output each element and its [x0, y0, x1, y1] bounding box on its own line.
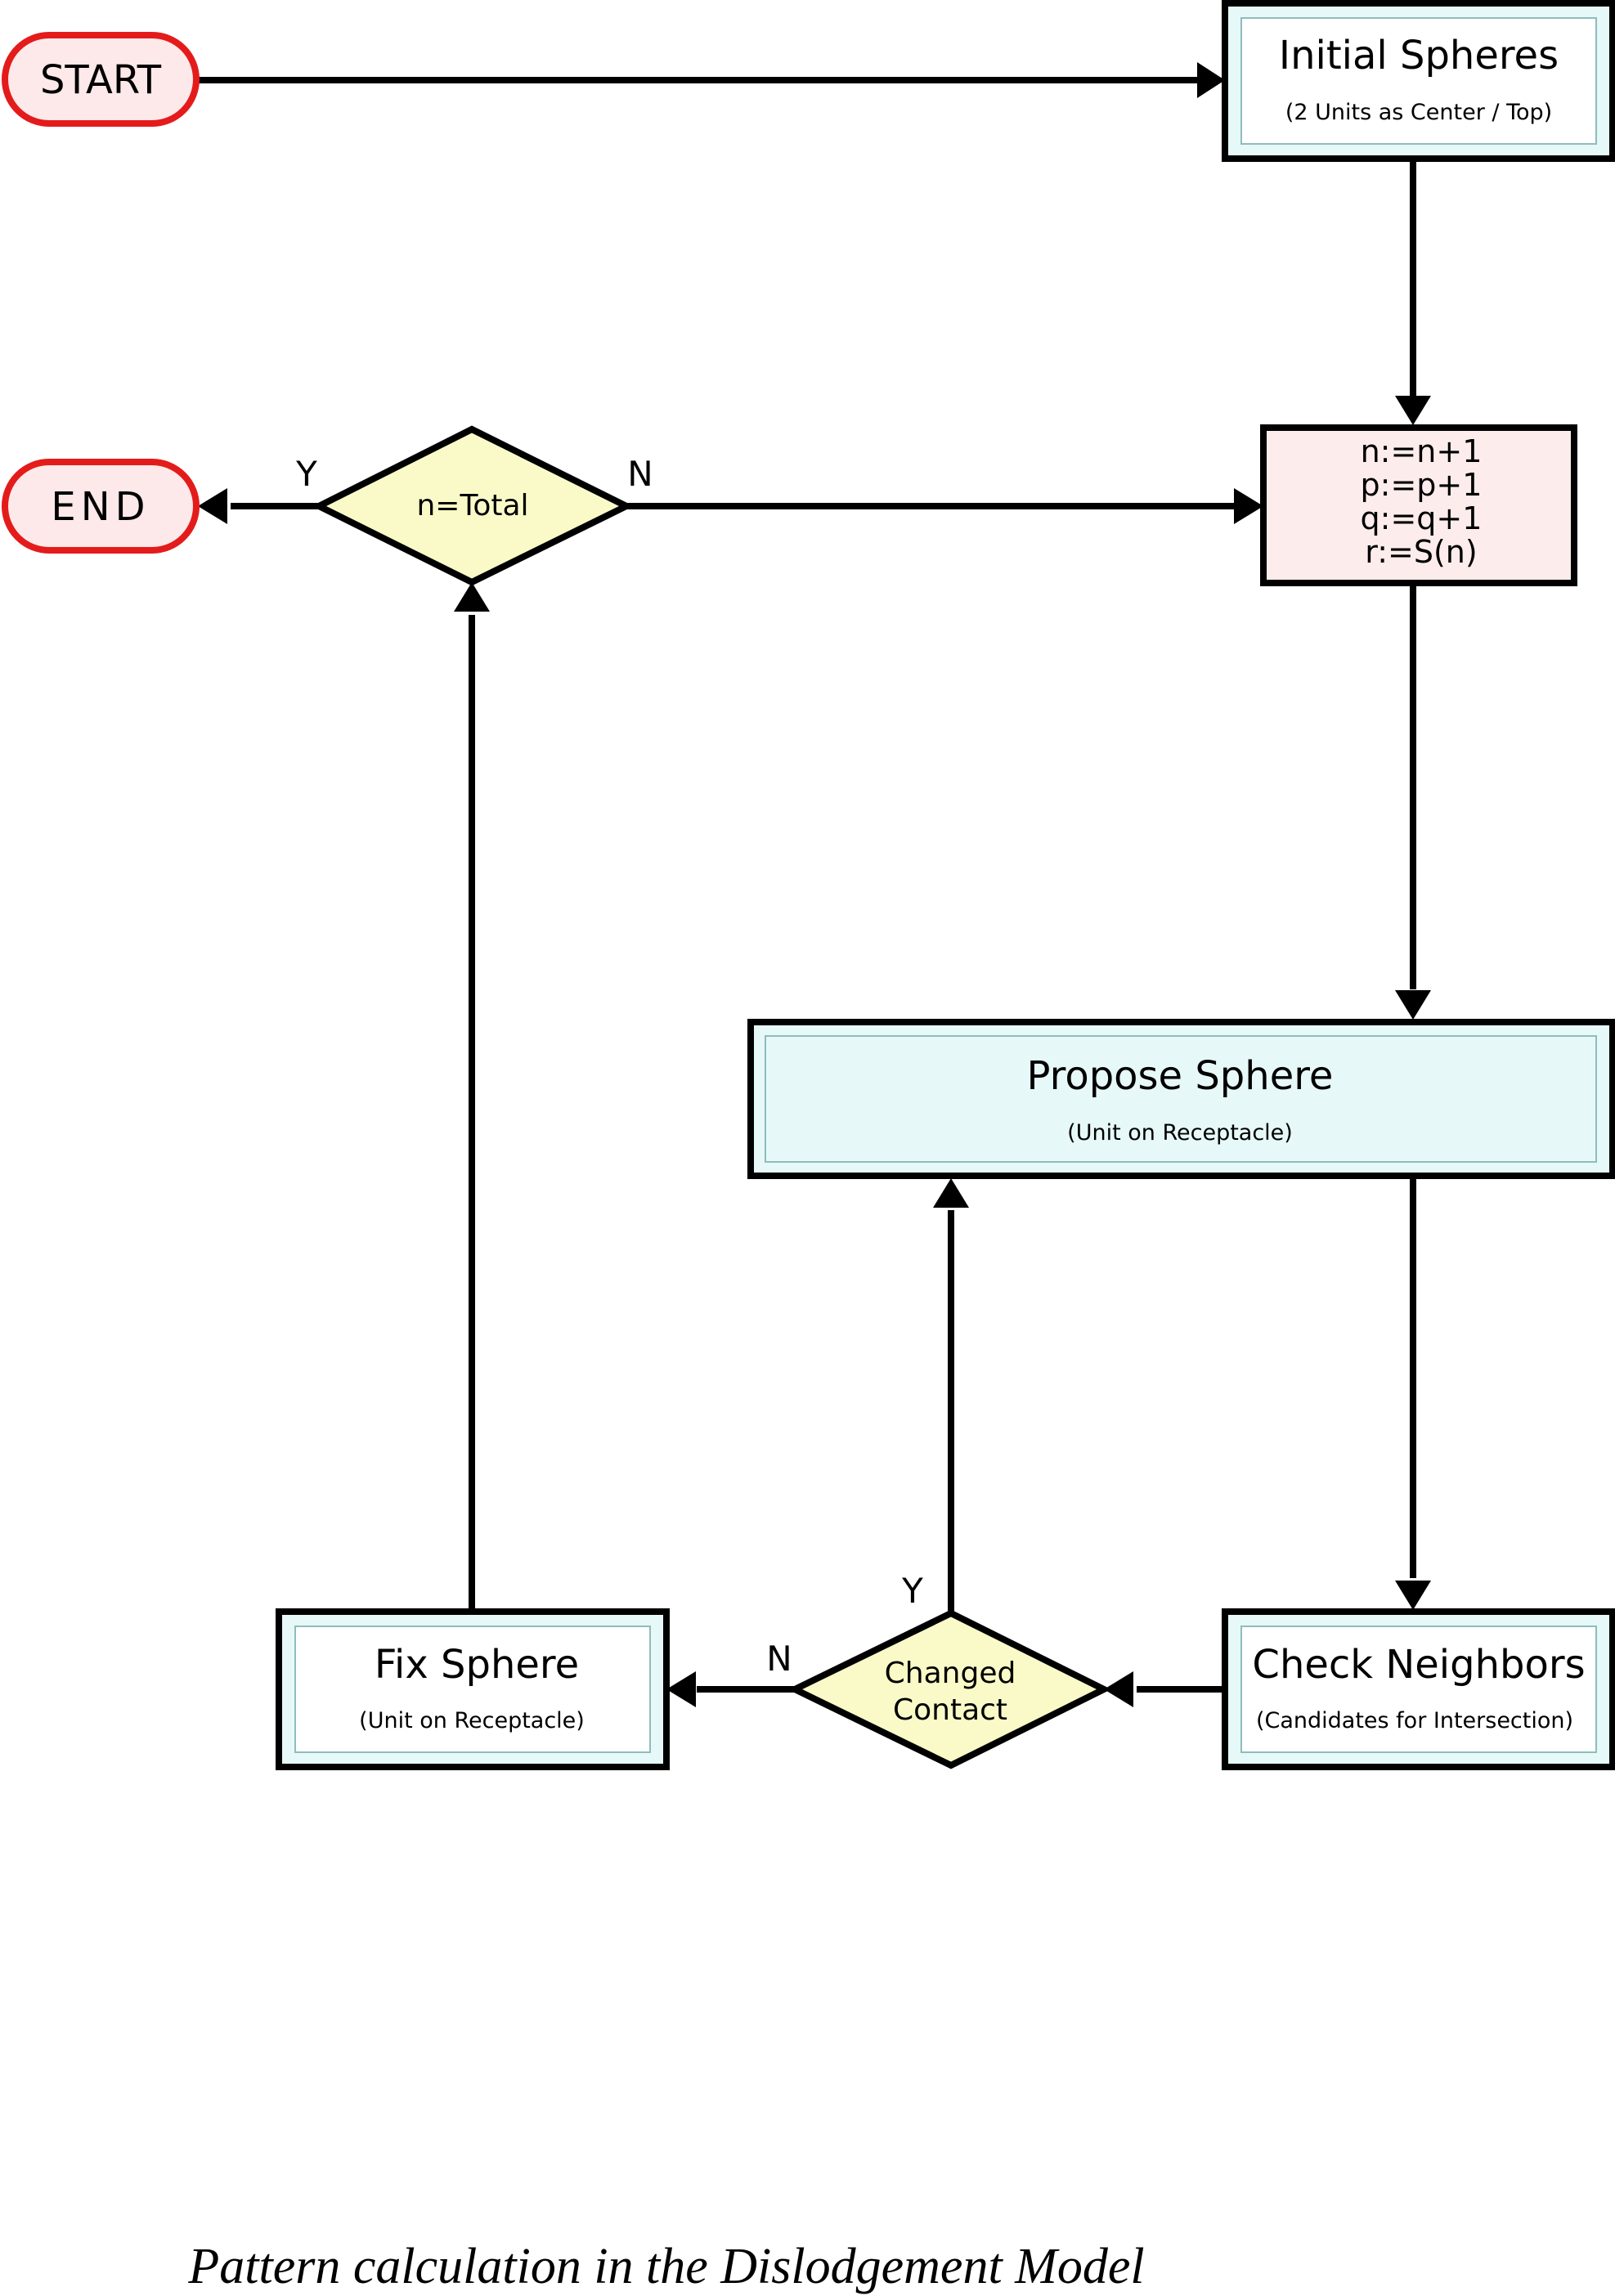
- propose-sphere-subtitle: (Unit on Receptacle): [1067, 1120, 1293, 1146]
- increment-box: n:=n+1 p:=p+1 q:=q+1 r:=S(n): [1260, 424, 1577, 586]
- arrowhead-increment-left: [1234, 488, 1263, 524]
- propose-sphere-title: Propose Sphere: [1027, 1053, 1334, 1099]
- decision-total-yes: Y: [295, 454, 317, 494]
- arrowhead-initial: [1197, 62, 1225, 98]
- start-label: START: [40, 57, 162, 103]
- decision-contact: Changed Contact Y N: [766, 1571, 1111, 1769]
- decision-total-no: N: [627, 454, 653, 494]
- decision-contact-line2: Contact: [893, 1693, 1007, 1727]
- arrowhead-end: [198, 488, 227, 524]
- arrowheads: [198, 62, 1431, 1707]
- fix-sphere-box: Fix Sphere (Unit on Receptacle): [276, 1608, 670, 1770]
- arrowhead-check-top: [1395, 1581, 1431, 1610]
- arrowhead-increment-top: [1395, 396, 1431, 425]
- decision-total-label: n=Total: [416, 489, 528, 522]
- check-neighbors-box: Check Neighbors (Candidates for Intersec…: [1222, 1608, 1615, 1770]
- arrowhead-propose-top: [1395, 990, 1431, 1020]
- diagram-caption: Pattern calculation in the Dislodgement …: [187, 2239, 1144, 2294]
- increment-line-3: q:=q+1: [1361, 500, 1483, 536]
- decision-total: n=Total Y N: [295, 425, 653, 586]
- fix-sphere-title: Fix Sphere: [375, 1642, 579, 1688]
- decision-contact-yes: Y: [901, 1571, 923, 1611]
- arrowhead-propose-bottom: [933, 1178, 969, 1208]
- end-terminal: END: [2, 459, 200, 554]
- increment-line-1: n:=n+1: [1361, 433, 1483, 469]
- check-neighbors-title: Check Neighbors: [1252, 1642, 1585, 1688]
- decision-contact-no: N: [766, 1639, 792, 1679]
- initial-spheres-box: Initial Spheres (2 Units as Center / Top…: [1222, 0, 1615, 162]
- end-label: END: [51, 484, 150, 530]
- propose-sphere-box: Propose Sphere (Unit on Receptacle): [747, 1019, 1615, 1179]
- initial-spheres-subtitle: (2 Units as Center / Top): [1285, 100, 1552, 125]
- initial-spheres-title: Initial Spheres: [1279, 33, 1559, 78]
- check-neighbors-subtitle: (Candidates for Intersection): [1256, 1708, 1573, 1733]
- increment-line-4: r:=S(n): [1365, 534, 1477, 570]
- start-terminal: START: [2, 32, 200, 127]
- connectors: [199, 77, 1416, 1693]
- increment-line-2: p:=p+1: [1361, 467, 1483, 503]
- arrowhead-fix-right: [666, 1671, 696, 1707]
- decision-contact-line1: Changed: [885, 1657, 1016, 1690]
- fix-sphere-subtitle: (Unit on Receptacle): [359, 1708, 585, 1733]
- arrowhead-total-bottom: [454, 582, 490, 612]
- arrowhead-contact-right: [1104, 1671, 1133, 1707]
